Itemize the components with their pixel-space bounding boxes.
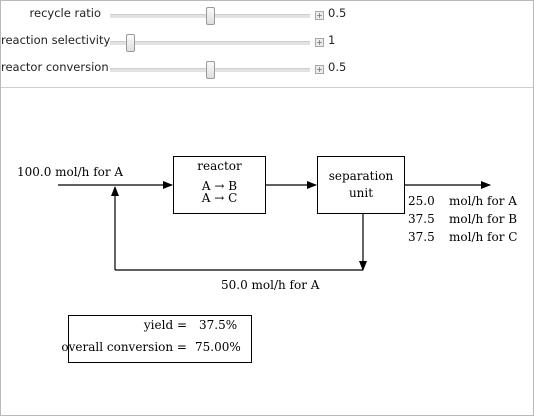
- output-b-amount: 37.5: [408, 212, 435, 226]
- recycle-ratio-control: recycle ratio + 0.5: [1, 4, 533, 25]
- overall-conversion-value: 75.00%: [195, 340, 241, 354]
- reaction-selectivity-slider-thumb[interactable]: [125, 34, 135, 52]
- reaction-1: A → B: [201, 179, 238, 193]
- reaction-selectivity-control: reaction selectivity + 1: [1, 31, 533, 52]
- control-panel: recycle ratio + 0.5 reaction selectivity…: [1, 1, 533, 88]
- output-a-amount: 25.0: [408, 194, 435, 208]
- summary-box: yield = 37.5% overall conversion = 75.00…: [61, 315, 252, 363]
- output-a-text: mol/h for A: [449, 194, 517, 208]
- flow-arrows: [58, 181, 491, 271]
- reactor-conversion-slider-thumb[interactable]: [205, 61, 215, 79]
- separation-line-2: unit: [348, 186, 374, 200]
- reactor-conversion-value: 0.5: [328, 60, 347, 74]
- reaction-selectivity-plus-icon[interactable]: +: [315, 38, 324, 47]
- reactor-conversion-control: reactor conversion + 0.5: [1, 58, 533, 79]
- recycle-label: 50.0 mol/h for A: [221, 278, 320, 292]
- output-c-amount: 37.5: [408, 230, 435, 244]
- recycle-ratio-slider-thumb[interactable]: [205, 7, 215, 25]
- output-b-text: mol/h for B: [449, 212, 518, 226]
- reactor-box: reactor A → B A → C: [173, 156, 266, 214]
- recycle-ratio-value: 0.5: [328, 6, 347, 20]
- yield-value: 37.5%: [199, 318, 238, 332]
- reaction-selectivity-label: reaction selectivity: [1, 33, 111, 47]
- process-flow-diagram: 100.0 mol/h for A reactor A → B A → C se…: [1, 88, 533, 415]
- yield-label: yield =: [143, 318, 187, 332]
- reaction-selectivity-value: 1: [328, 33, 336, 47]
- recycle-ratio-plus-icon[interactable]: +: [315, 11, 324, 20]
- recycle-ratio-label: recycle ratio: [29, 6, 101, 20]
- reactor-conversion-plus-icon[interactable]: +: [315, 65, 324, 74]
- reactor-title: reactor: [197, 159, 242, 173]
- separation-unit-box: separation unit: [317, 156, 405, 214]
- output-c-text: mol/h for C: [449, 230, 518, 244]
- reactor-conversion-label: reactor conversion: [1, 60, 109, 74]
- reaction-selectivity-slider-track[interactable]: [110, 41, 310, 45]
- separation-line-1: separation: [328, 169, 394, 183]
- reaction-2: A → C: [201, 191, 238, 205]
- overall-conversion-label: overall conversion =: [61, 340, 187, 354]
- feed-label: 100.0 mol/h for A: [17, 165, 124, 179]
